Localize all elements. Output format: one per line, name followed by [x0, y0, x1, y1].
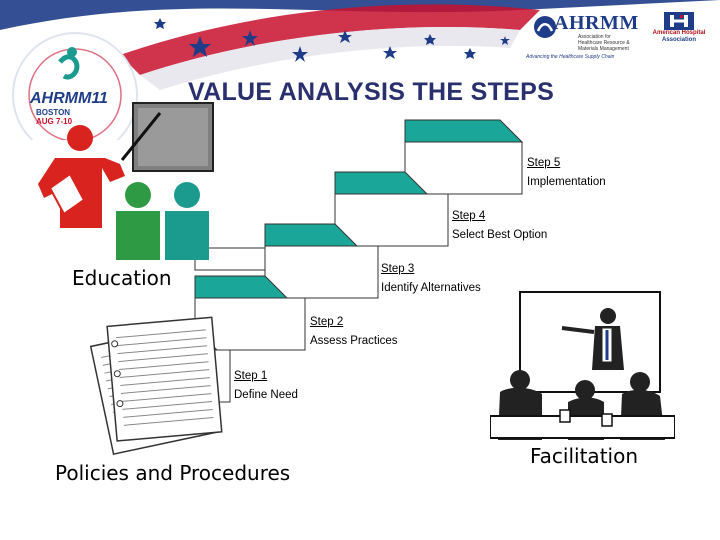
star-icon: [500, 36, 510, 45]
ahrmm-logo-mark: [534, 16, 556, 38]
stair-step-3: [194, 223, 379, 299]
step-1-text: Step 1 Define Need: [234, 367, 298, 405]
aha-logo: American Hospital Association: [644, 12, 714, 44]
seal-name: AHRMM11: [30, 90, 108, 107]
step-3-title: Step 3: [381, 263, 415, 275]
conference-seal: [12, 32, 138, 140]
ahrmm-logo-name: AHRMM: [554, 12, 639, 34]
policies-caption: Policies and Procedures: [55, 461, 291, 485]
document-icon: [106, 316, 223, 442]
step-2-title: Step 2: [310, 316, 344, 328]
ahrmm-logo: AHRMM Association for Healthcare Resourc…: [526, 12, 639, 60]
step-4-label: Select Best Option: [452, 229, 548, 241]
stair-step-2: [194, 275, 306, 351]
step-4-title: Step 4: [452, 210, 486, 222]
star-icon: [338, 30, 352, 43]
education-caption: Education: [72, 266, 172, 290]
student-icon: [116, 182, 160, 260]
mug-icon: [601, 413, 613, 427]
aha-logo-line2: Association: [661, 37, 696, 43]
mug-icon: [559, 409, 571, 423]
facilitation-clipart: [490, 291, 675, 440]
student-icon: [165, 182, 209, 260]
seal-dates: AUG 7-10: [36, 117, 73, 126]
step-5-label: Implementation: [527, 176, 606, 188]
aha-logo-line1: American Hospital: [652, 30, 706, 36]
star-icon: [154, 18, 166, 29]
header-banner: [0, 0, 720, 140]
star-icon: [383, 46, 397, 59]
runner-figure-icon: [58, 54, 80, 80]
star-icon: [242, 30, 258, 46]
teacher-icon: [38, 125, 125, 228]
documents-clipart: [89, 316, 223, 455]
seal-city: BOSTON: [36, 108, 71, 117]
step-1-title: Step 1: [234, 370, 268, 382]
aha-h-icon: [664, 12, 694, 30]
star-icon: [292, 46, 308, 62]
step-5-text: Step 5 Implementation: [527, 154, 606, 192]
presenter-icon: [561, 308, 624, 370]
step-3-label: Identify Alternatives: [381, 282, 481, 294]
ahrmm-logo-subtitle: Association for Healthcare Resource & Ma…: [578, 34, 630, 52]
step-4-text: Step 4 Select Best Option: [452, 207, 547, 245]
step-1-label: Define Need: [234, 389, 298, 401]
ahrmm-logo-tagline: Advancing the Healthcare Supply Chain: [526, 54, 615, 60]
step-3-text: Step 3 Identify Alternatives: [381, 260, 481, 298]
step-2-text: Step 2 Assess Practices: [310, 313, 398, 351]
education-clipart: [38, 102, 214, 260]
slide-title: VALUE ANALYSIS THE STEPS: [188, 78, 555, 106]
star-icon: [189, 36, 211, 57]
seal-location: BOSTON AUG 7-10: [36, 108, 72, 126]
star-icon: [424, 34, 436, 45]
stair-step-4: [334, 171, 449, 247]
step-5-title: Step 5: [527, 157, 561, 169]
star-icon: [464, 48, 476, 59]
step-2-label: Assess Practices: [310, 335, 398, 347]
pointer-icon: [120, 112, 162, 161]
facilitation-caption: Facilitation: [530, 444, 638, 468]
table-icon: [490, 415, 675, 439]
stair-step-5: [404, 119, 524, 195]
